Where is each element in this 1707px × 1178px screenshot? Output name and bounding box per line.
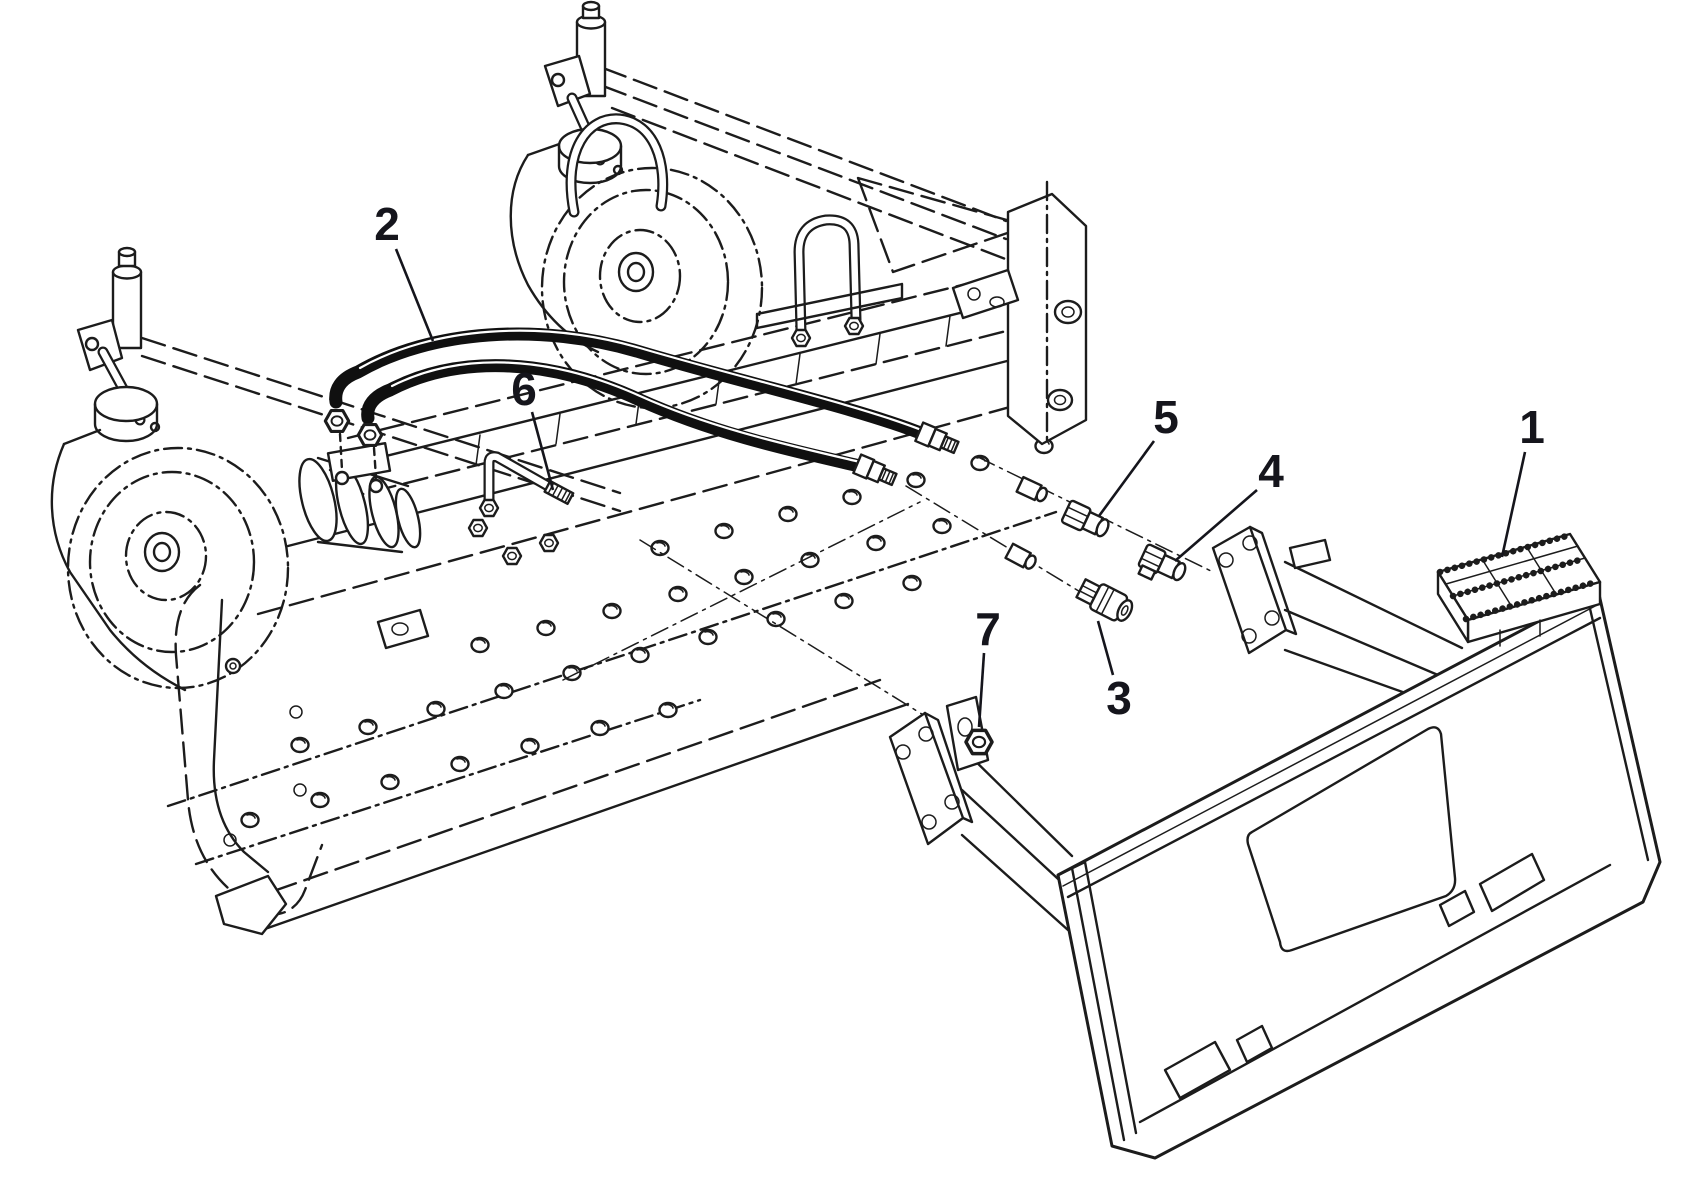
callout-label-4: 4 — [1258, 445, 1284, 497]
left-caster-assembly — [50, 246, 290, 692]
grease-line — [478, 451, 575, 518]
flange-tab-and-nut — [945, 695, 994, 772]
chain-case — [174, 583, 324, 936]
callout-label-6: 6 — [511, 363, 537, 415]
fitting-small-upper — [1015, 475, 1049, 503]
mount-assembly — [888, 525, 1662, 1160]
callout-label-2: 2 — [374, 198, 400, 250]
callout-label-7: 7 — [975, 603, 1001, 655]
callout-label-3: 3 — [1106, 672, 1132, 724]
callout-leader-1 — [1500, 451, 1527, 558]
tiller-machine — [50, 0, 1088, 936]
hydraulic-motor — [298, 432, 560, 566]
callout-leader-4 — [1174, 489, 1258, 562]
fitting-small-lower — [1004, 542, 1037, 570]
coupler-part3 — [1075, 578, 1134, 622]
top-brackets — [565, 113, 904, 348]
callout-leader-7 — [977, 652, 986, 728]
right-mount-tube — [1211, 525, 1464, 702]
callout-leader-5 — [1097, 440, 1156, 517]
callouts: 1 2 3 4 5 6 7 — [374, 198, 1545, 728]
callout-label-1: 1 — [1519, 401, 1545, 453]
fitting-part4 — [1137, 543, 1187, 582]
hydraulic-hoses — [323, 327, 960, 487]
machine-end-plate — [951, 180, 1088, 446]
loose-fittings — [1004, 475, 1187, 622]
callout-leader-2 — [394, 248, 435, 342]
callout-leader-3 — [1096, 620, 1115, 676]
fitting-part5 — [1060, 499, 1110, 538]
tread-plate — [1436, 531, 1602, 647]
projection-lines — [562, 456, 1214, 717]
left-mount-tube — [888, 711, 1074, 932]
callout-label-5: 5 — [1153, 391, 1179, 443]
top-caster-assembly — [509, 0, 1030, 410]
callout-leader-6 — [530, 411, 555, 491]
